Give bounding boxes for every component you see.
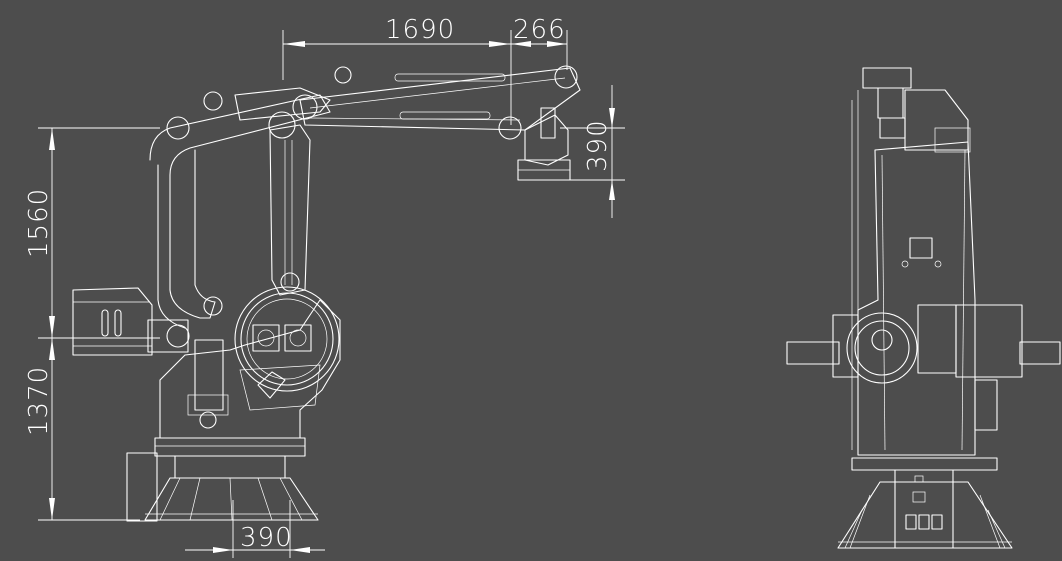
dim-upper-height-label: 1560 <box>24 188 54 258</box>
front-view-motors <box>786 304 1061 431</box>
front-view-base <box>837 457 1013 549</box>
side-view-base <box>126 437 319 522</box>
dim-vertical-right: 390 <box>560 85 625 218</box>
front-view-body <box>851 90 976 456</box>
side-view-gear-disc <box>234 286 340 392</box>
dim-horizontal-bottom: 390 <box>185 500 325 558</box>
side-view-turret <box>159 299 341 439</box>
front-view <box>786 67 1061 549</box>
side-view-motor-box <box>72 287 190 356</box>
dim-reach-label: 1690 <box>385 15 455 45</box>
side-view: 1690 266 390 1560 1370 <box>24 15 625 558</box>
side-view-upper-arm <box>234 65 581 140</box>
side-view-rear-arm <box>149 91 331 329</box>
side-view-wrist <box>517 107 571 181</box>
dim-lower-height-label: 1370 <box>24 366 54 436</box>
dim-vertical-left: 1560 1370 <box>24 127 160 521</box>
dim-base-width-label: 390 <box>240 523 293 553</box>
dim-horizontal-top: 1690 266 <box>282 15 568 125</box>
front-view-top <box>862 67 971 153</box>
dim-flange-height-label: 390 <box>583 119 613 172</box>
dim-offset-label: 266 <box>513 15 566 45</box>
